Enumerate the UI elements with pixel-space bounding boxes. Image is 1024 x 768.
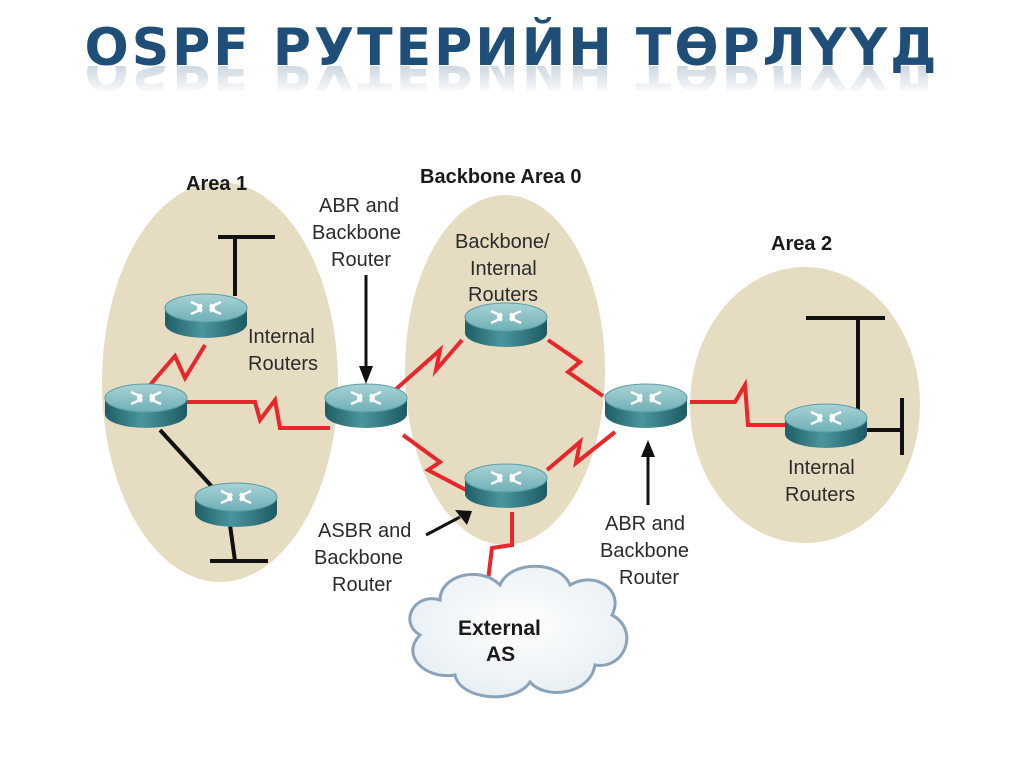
label-line: Backbone/ [455, 231, 550, 253]
area2-region [690, 267, 920, 543]
label-area2-internal: Internal Routers [785, 457, 855, 506]
arrow-asbr [425, 510, 472, 537]
label-line: Internal [788, 457, 855, 479]
label-line: ABR and [605, 513, 685, 535]
area1-region [102, 182, 338, 582]
label-area1-internal: Internal Routers [248, 326, 318, 375]
label-line: Router [619, 567, 679, 589]
ethernet-links [158, 235, 904, 563]
label-line: Routers [468, 284, 538, 306]
external-as-label-line2: AS [486, 643, 515, 666]
label-line: Backbone [600, 540, 689, 562]
label-line: Routers [785, 484, 855, 506]
label-line: Backbone [314, 547, 403, 569]
title-block: OSPF РУТЕРИЙН ТӨРЛҮҮД OSPF РУТЕРИЙН ТӨРЛ… [0, 22, 1024, 96]
area2-label: Area 2 [771, 233, 832, 255]
arrow-abr-left [359, 275, 373, 384]
label-abr-right: ABR and Backbone Router [600, 513, 689, 589]
label-asbr: ASBR and Backbone Router [314, 520, 411, 596]
area1-label: Area 1 [186, 173, 247, 195]
label-abr-left: ABR and Backbone Router [312, 195, 401, 271]
serial-links [148, 338, 785, 581]
router-area1-left [103, 382, 189, 430]
label-line: Router [331, 249, 391, 271]
arrow-abr-right [641, 440, 655, 505]
label-line: Internal [470, 258, 537, 280]
label-line: Routers [248, 353, 318, 375]
router-area2-internal [783, 402, 869, 450]
external-as-label-line1: External [458, 617, 541, 640]
page-title: OSPF РУТЕРИЙН ТӨРЛҮҮД [84, 18, 940, 78]
label-line: Internal [248, 326, 315, 348]
external-as-cloud: External AS [408, 564, 629, 699]
label-line: ASBR and [318, 520, 411, 542]
router-backbone-internal [463, 301, 549, 349]
area0-label: Backbone Area 0 [420, 166, 582, 188]
label-line: Router [332, 574, 392, 596]
router-area1-bottom [193, 481, 279, 529]
area0-region [405, 195, 605, 545]
label-line: Backbone [312, 222, 401, 244]
router-asbr [463, 462, 549, 510]
label-backbone-internal: Backbone/ Internal Routers [455, 231, 550, 306]
router-area1-top [163, 292, 249, 340]
router-abr-left [323, 382, 409, 430]
router-abr-right [603, 382, 689, 430]
label-line: ABR and [319, 195, 399, 217]
